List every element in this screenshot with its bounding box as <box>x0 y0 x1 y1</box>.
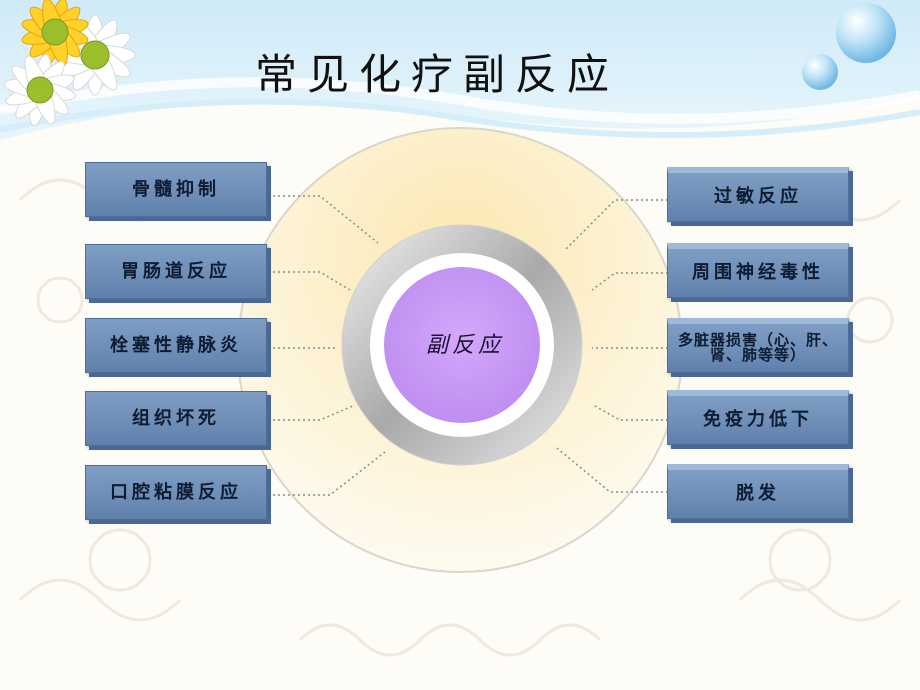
item-hair-loss: 脱发 <box>667 464 849 519</box>
center-core <box>384 267 540 423</box>
center-label: 副反应 <box>425 333 504 358</box>
daisy-flower-icon <box>4 0 136 126</box>
item-gastrointestinal-reaction: 胃肠道反应 <box>85 244 267 299</box>
item-peripheral-neurotoxicity: 周围神经毒性 <box>667 243 849 298</box>
item-bone-marrow-suppression: 骨髓抑制 <box>85 162 267 217</box>
item-oral-mucosa-reaction: 口腔粘膜反应 <box>85 465 267 520</box>
page-title: 常见化疗副反应 <box>255 50 620 99</box>
item-multi-organ-damage: 多脏器损害（心、肝、肾、肺等等） <box>667 318 849 373</box>
item-allergic-reaction: 过敏反应 <box>667 167 849 222</box>
connector-lines <box>268 195 668 496</box>
bubble-icon <box>802 3 896 90</box>
item-tissue-necrosis: 组织坏死 <box>85 391 267 446</box>
item-immune-decline: 免疫力低下 <box>667 390 849 445</box>
item-thrombophlebitis: 栓塞性静脉炎 <box>85 318 267 373</box>
header-band <box>0 0 920 140</box>
